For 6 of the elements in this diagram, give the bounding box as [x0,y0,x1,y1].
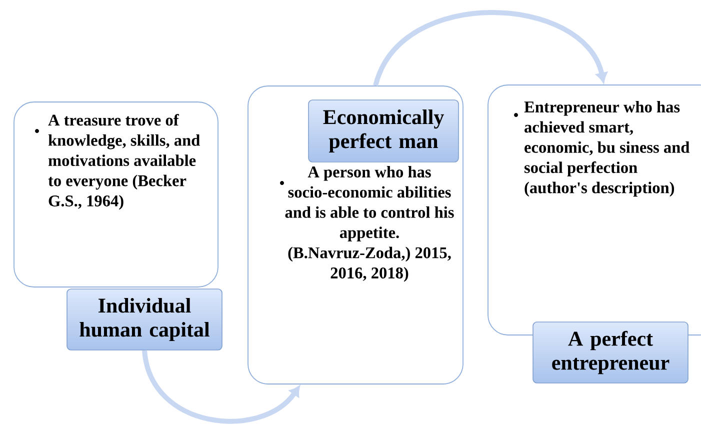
curved-arrow [142,350,300,424]
curved-arrow [373,10,608,86]
title-box: Individual human capital [66,288,222,350]
title-box: A perfect entrepreneur [532,322,688,384]
title-box: Economically perfect man [308,100,459,162]
text-box: A treasure trove of knowledge, skills, and motivations available to everyone (Becker G.S., 1964) [14,102,218,288]
